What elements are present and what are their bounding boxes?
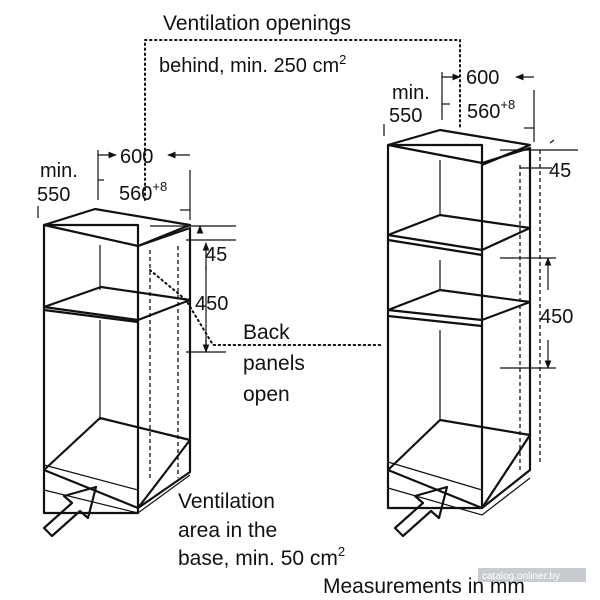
right-depth-value: 45 (549, 160, 571, 182)
left-min-value: 550 (37, 184, 70, 206)
right-height-value: 450 (540, 306, 573, 328)
left-dimensions (37, 150, 236, 353)
base-vent-line-2: area in the (178, 519, 277, 542)
right-dimensions (383, 72, 578, 369)
right-width-value: 600 (466, 67, 499, 89)
base-vent-line-3: base, min. 50 cm2 (178, 544, 345, 570)
left-inner-width: 560+8 (119, 179, 167, 205)
left-width-value: 600 (120, 146, 153, 168)
right-inner-width: 560+8 (467, 97, 515, 123)
right-min-label: min. (392, 82, 430, 104)
back-panels-line-2: panels (243, 352, 305, 375)
ventilation-path (144, 39, 461, 346)
left-cabinet (42, 207, 192, 515)
left-height-value: 450 (195, 293, 228, 315)
title-line-2: behind, min. 250 cm2 (159, 52, 346, 77)
title-line-1: Ventilation openings (163, 12, 351, 35)
left-min-label: min. (40, 160, 78, 182)
watermark: catalog.onliner.by (482, 571, 560, 582)
right-min-value: 550 (389, 105, 422, 127)
back-panels-line-3: open (243, 383, 290, 406)
right-cabinet (386, 128, 541, 516)
left-depth-value: 45 (205, 244, 227, 266)
watermark-bg (478, 568, 586, 582)
base-vent-line-1: Ventilation (178, 490, 275, 513)
base-arrow-left (42, 485, 98, 538)
measurements-note: Measurements in mm (323, 575, 525, 598)
back-panels-line-1: Back (243, 321, 290, 344)
base-arrow-right (393, 485, 449, 538)
